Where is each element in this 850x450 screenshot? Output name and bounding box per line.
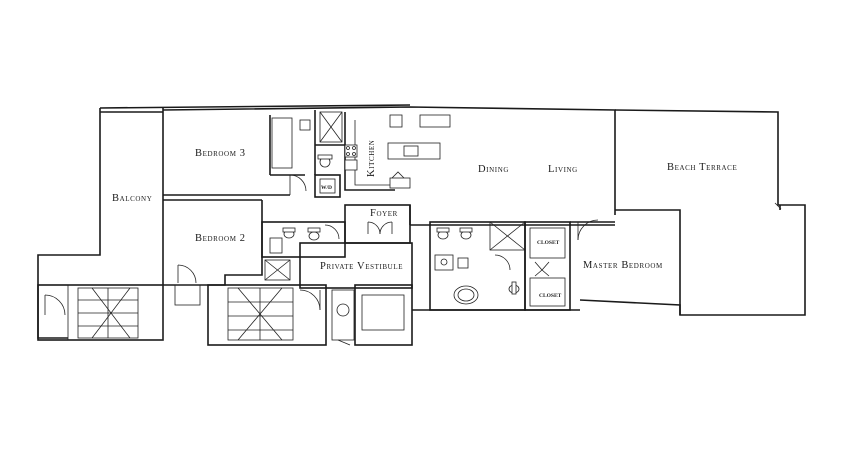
dining-label: Dining [478, 164, 509, 175]
master-bath [429, 221, 526, 311]
bath-3 [271, 110, 345, 175]
beach-terrace-label: Beach Terrace [667, 162, 737, 173]
laundry: W/D [314, 174, 341, 198]
kitchen-area: Kitchen [344, 112, 451, 191]
master-bedroom-label: Master Bedroom [583, 260, 663, 271]
bedroom-3-label: Bedroom 3 [195, 148, 246, 159]
balcony-label: Balcony [112, 193, 152, 204]
bedroom-3-area: Bedroom 3 [163, 115, 307, 196]
living-label: Living [548, 164, 578, 175]
bath-2 [261, 221, 346, 281]
bedroom-2-label: Bedroom 2 [195, 233, 246, 244]
kitchen-label: Kitchen [366, 140, 377, 177]
private-vestibule-area: Private Vestibule [299, 242, 413, 289]
closet-upper-label: CLOSET [537, 240, 560, 246]
beach-terrace-area: Beach Terrace [667, 162, 782, 210]
elevator [331, 284, 413, 346]
dining-living-area: Dining Living [409, 164, 615, 226]
private-vestibule-label: Private Vestibule [320, 261, 403, 272]
closets: CLOSET CLOSET [524, 221, 571, 311]
laundry-label: W/D [321, 185, 332, 191]
closet-lower-label: CLOSET [539, 293, 562, 299]
exterior-walls [37, 104, 806, 339]
master-bedroom-area: Master Bedroom [570, 219, 663, 271]
foyer-label: Foyer [370, 208, 398, 219]
balcony-area: Balcony [100, 111, 152, 204]
bedroom-2-area: Bedroom 2 [163, 199, 263, 306]
stairwell-left [37, 284, 164, 341]
stairwell-center [207, 284, 327, 346]
foyer-area: Foyer [344, 204, 411, 244]
